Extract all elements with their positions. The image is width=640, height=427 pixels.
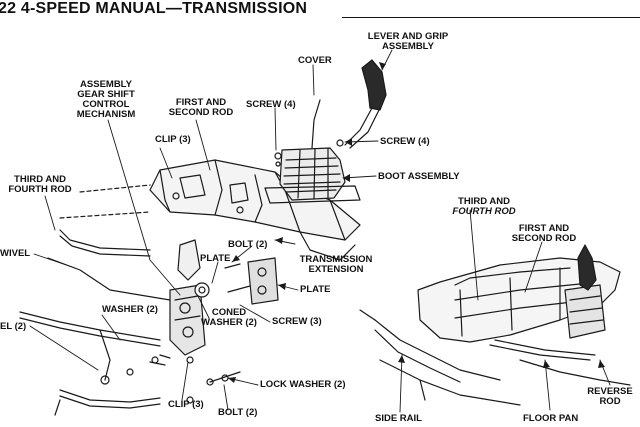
label-first-second-line1: FIRST AND <box>175 97 227 108</box>
label-screw-right: SCREW (4) <box>380 136 430 147</box>
label-third-fourth-right-line2: FOURTH ROD <box>452 206 516 217</box>
label-clip-bottom: CLIP (3) <box>168 399 204 410</box>
label-coned-line1: CONED <box>211 307 247 318</box>
label-cover: COVER <box>298 55 332 66</box>
label-el: EL (2) <box>0 321 27 332</box>
label-coned-washer: CONED WASHER (2) <box>198 308 260 328</box>
label-third-fourth-left-line2: FOURTH ROD <box>8 184 72 195</box>
label-third-fourth-rod-left: THIRD AND FOURTH ROD <box>0 175 80 195</box>
page-title: 22 4-SPEED MANUAL—TRANSMISSION <box>0 0 308 17</box>
label-lever-grip-assembly: LEVER AND GRIP ASSEMBLY <box>365 32 451 52</box>
label-lever-grip-line1: LEVER AND GRIP <box>367 31 449 42</box>
label-assembly-gear-shift: ASSEMBLY GEAR SHIFT CONTROL MECHANISM <box>66 80 146 120</box>
label-screw-top: SCREW (4) <box>246 99 296 110</box>
label-transmission-extension: TRANSMISSION EXTENSION <box>295 255 377 275</box>
label-washer: WASHER (2) <box>102 304 158 315</box>
label-bolt-mid: BOLT (2) <box>228 239 268 250</box>
label-third-fourth-right-line1: THIRD AND <box>458 196 510 207</box>
assembled-inset-drawing <box>359 244 631 406</box>
label-swivel: WIVEL <box>0 248 31 259</box>
label-reverse-rod: REVERSE ROD <box>582 387 638 407</box>
label-first-second-line2: SECOND ROD <box>168 107 234 118</box>
label-third-fourth-rod-right: THIRD AND FOURTH ROD <box>448 197 520 217</box>
boot-assembly-drawing <box>264 99 361 204</box>
control-mechanism-drawing <box>149 239 279 386</box>
label-boot-assembly: BOOT ASSEMBLY <box>378 171 460 182</box>
label-floor-pan: FLOOR PAN <box>523 413 579 424</box>
leader-arrowheads <box>228 62 605 383</box>
label-transmission-line1: TRANSMISSION <box>299 254 373 265</box>
label-coned-line2: WASHER (2) <box>201 317 257 328</box>
lever-grip-drawing <box>344 59 387 149</box>
label-first-second-right-line1: FIRST AND <box>518 223 570 234</box>
label-assembly-line3: CONTROL <box>82 99 130 110</box>
label-screw-three: SCREW (3) <box>272 316 322 327</box>
label-reverse-line1: REVERSE <box>587 386 633 397</box>
label-assembly-line4: MECHANISM <box>76 109 136 120</box>
label-plate-left: PLATE <box>200 253 231 264</box>
label-lock-washer: LOCK WASHER (2) <box>260 379 346 390</box>
label-clip-top: CLIP (3) <box>155 134 191 145</box>
label-lever-grip-line2: ASSEMBLY <box>382 41 434 52</box>
label-first-second-rod: FIRST AND SECOND ROD <box>162 98 240 118</box>
label-bolt-bottom: BOLT (2) <box>218 407 258 418</box>
label-first-second-right-line2: SECOND ROD <box>511 233 577 244</box>
label-assembly-line2: GEAR SHIFT <box>77 89 135 100</box>
label-side-rail: SIDE RAIL <box>375 413 422 424</box>
label-third-fourth-left-line1: THIRD AND <box>14 174 66 185</box>
transmission-housing <box>59 159 361 261</box>
label-first-second-rod-right: FIRST AND SECOND ROD <box>505 224 583 244</box>
title-rule <box>342 17 640 18</box>
label-assembly-line1: ASSEMBLY <box>80 79 132 90</box>
label-plate-right: PLATE <box>300 284 331 295</box>
label-reverse-line2: ROD <box>599 396 621 407</box>
label-transmission-line2: EXTENSION <box>308 264 364 275</box>
